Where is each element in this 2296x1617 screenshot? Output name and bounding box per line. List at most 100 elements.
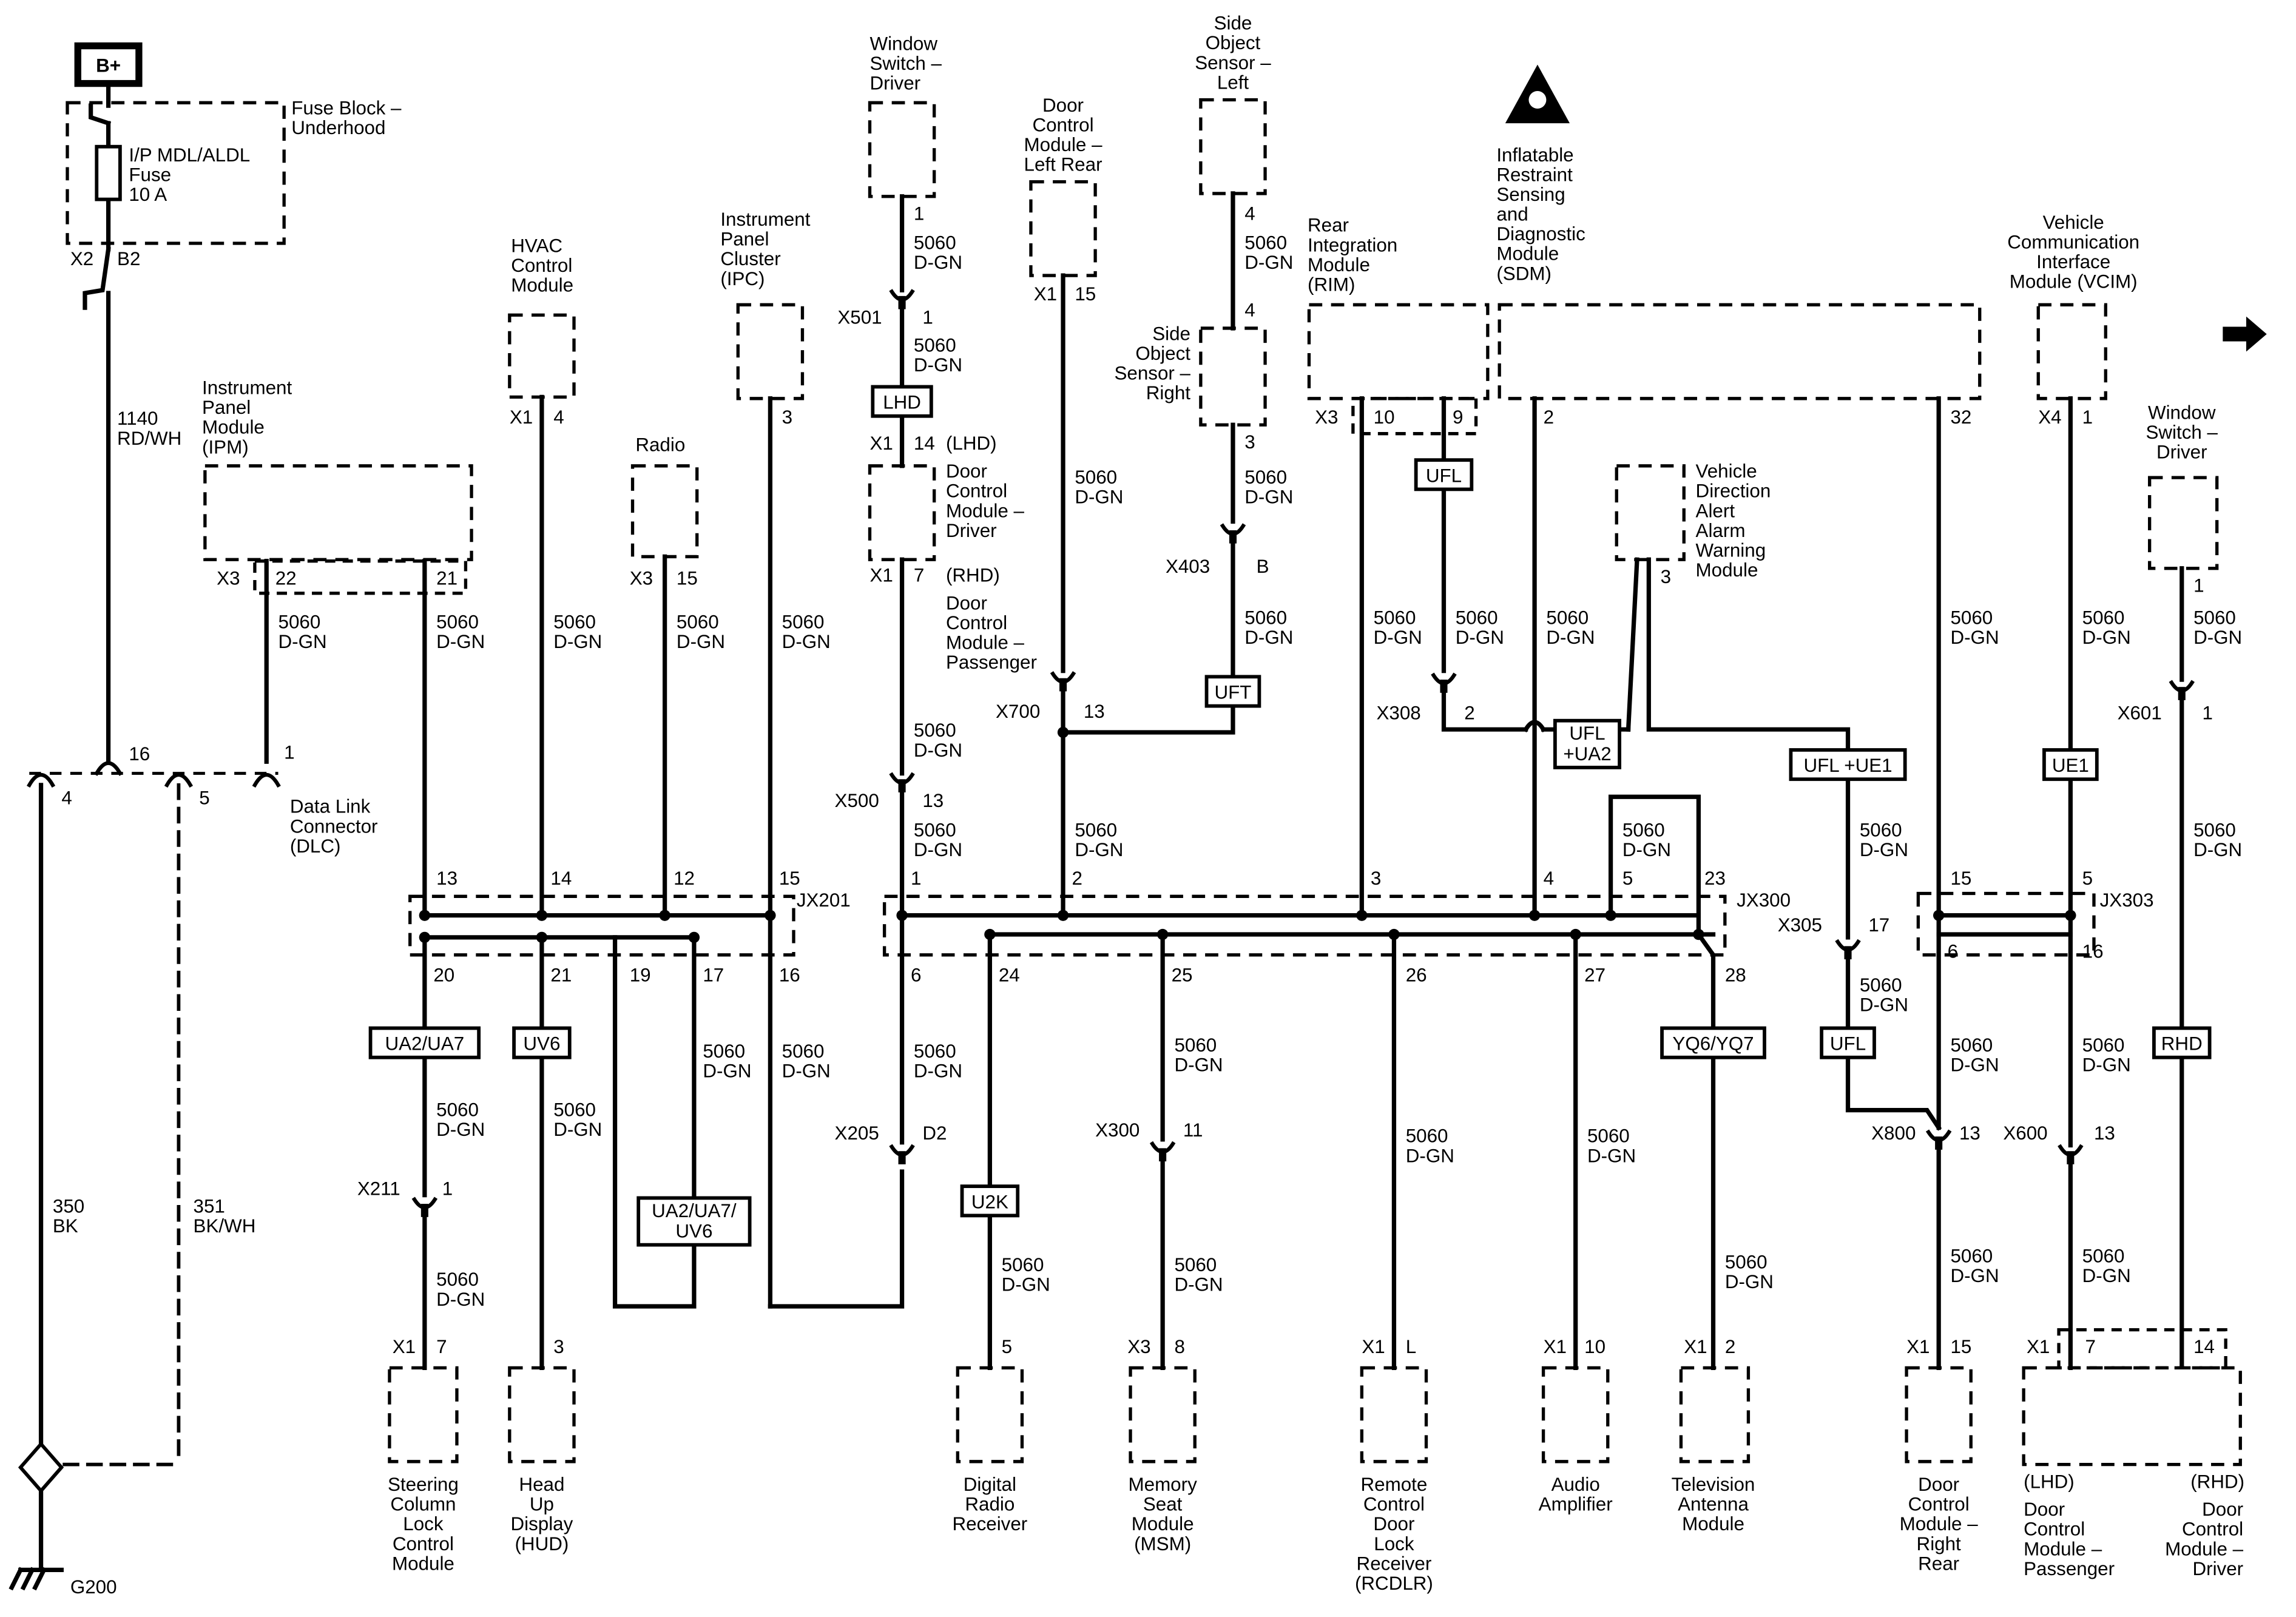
wire-uft: [1061, 703, 1235, 735]
ua2-ua7-uv6-option-label: UA2/UA7/: [652, 1200, 737, 1221]
fuse-block-box: [66, 101, 286, 245]
vdaawm-name: Vehicle: [1696, 461, 1757, 482]
splice-dot: [659, 910, 670, 921]
description-icon: [2208, 111, 2281, 176]
sos-left-pin: 4: [1244, 203, 1255, 224]
sos-left-name: Sensor –: [1195, 52, 1271, 73]
dcm-bottom-box: [2022, 1366, 2242, 1467]
wire-label: D-GN: [553, 631, 602, 652]
vdaawm-name: Warning: [1696, 539, 1766, 561]
sos-right-pin: 3: [1244, 431, 1255, 453]
hvac-name: Control: [511, 255, 572, 276]
wire-1140-label: RD/WH: [117, 428, 181, 449]
ground-hatch: [20, 1567, 35, 1591]
rim-box: [1307, 303, 1490, 400]
dcm-pin: 14: [914, 433, 935, 454]
radio-conn: X3: [630, 567, 653, 589]
ipc-name: Panel: [720, 229, 769, 250]
conn-pin: 17: [1868, 914, 1889, 936]
sos-right-pin: 4: [1244, 300, 1255, 321]
splice-dot: [536, 910, 548, 921]
yq6-yq7-option-label: YQ6/YQ7: [1672, 1033, 1754, 1055]
wire-label: D-GN: [703, 1060, 751, 1081]
window-switch-box: [868, 101, 936, 198]
wire-label: 5060: [782, 1041, 825, 1062]
wire-label: 5060: [1587, 1126, 1630, 1147]
fuse-link: [89, 103, 112, 126]
jx300-pin: 4: [1544, 868, 1554, 889]
vcim-name: Interface: [2036, 251, 2110, 272]
jx201-pin: 16: [779, 964, 800, 985]
jx201-name: JX201: [797, 890, 851, 911]
u2k-option-label: U2K: [971, 1191, 1008, 1212]
wire-label: 5060: [2082, 1035, 2125, 1056]
dcm-bottom-conn: X1: [2027, 1336, 2050, 1357]
dcm-conn: X1: [869, 564, 893, 586]
wire-label: D-GN: [1950, 627, 1999, 648]
rim-pin: 10: [1374, 407, 1395, 428]
conn-name: X600: [2003, 1122, 2047, 1144]
wire-label: D-GN: [279, 631, 327, 652]
jx201-pin: 14: [550, 868, 572, 889]
dlc-pin-label: 16: [129, 743, 150, 765]
dcm-lr-box: [1029, 180, 1097, 277]
conn-name: X501: [837, 307, 882, 328]
dcm-lr-name: Control: [1032, 114, 1093, 135]
wire-label: 5060: [1075, 467, 1117, 488]
splice-dot: [1057, 910, 1069, 921]
inline-connector-pin: [2067, 1151, 2075, 1164]
sdm-name: Module: [1496, 243, 1559, 265]
rcdlr-name: Receiver: [1357, 1553, 1432, 1574]
sos-right-name: Object: [1135, 343, 1190, 364]
tv-name: Antenna: [1678, 1494, 1749, 1515]
vdaawm-name: Alert: [1696, 500, 1735, 521]
splice-dot: [1933, 910, 1945, 921]
ua2-ua7-uv6-option: [636, 1196, 752, 1247]
inline-connector-pin: [898, 295, 906, 309]
dlc-pin-label: 5: [199, 787, 209, 808]
dcm-rr-conn: X1: [1906, 1336, 1930, 1357]
wire-label: D-GN: [782, 1060, 831, 1081]
inline-connector-pin: [1059, 678, 1067, 692]
rim-conn-box: [1351, 397, 1478, 436]
rim-name: Integration: [1308, 234, 1397, 255]
sdm-name: Inflatable: [1496, 144, 1573, 166]
dcm-driver-name: Control: [946, 481, 1007, 502]
vcim-name: Vehicle: [2043, 212, 2104, 233]
sclcm-name: Control: [393, 1533, 454, 1555]
dcm-passenger-name: Module –: [946, 632, 1025, 653]
hvac-name: HVAC: [511, 235, 562, 256]
wire-label: 5060: [914, 819, 956, 840]
vcim-name: Communication: [2007, 231, 2139, 252]
msm-conn: X3: [1127, 1336, 1150, 1357]
wire-label: D-GN: [1244, 252, 1293, 273]
connector-tool-icon: [2214, 211, 2284, 249]
dcm-passenger-name: Door: [946, 592, 987, 613]
jx303-box: [1916, 891, 2096, 957]
window-switch-pin: 1: [914, 203, 924, 224]
rim-name: Rear: [1308, 215, 1349, 236]
amp-name: Audio: [1551, 1474, 1600, 1495]
sdm-name: Diagnostic: [1496, 223, 1585, 245]
vdaawm-name: Direction: [1696, 481, 1771, 502]
wire-label: D-GN: [1244, 627, 1293, 648]
dcm-driver-name: Door: [946, 461, 987, 482]
rcdlr-name: Control: [1363, 1494, 1425, 1515]
jx300-pin: 27: [1584, 964, 1606, 985]
jx300-name: JX300: [1737, 890, 1791, 911]
hud-name: Up: [530, 1494, 554, 1515]
ipc-name: (IPC): [720, 268, 765, 289]
dcm-lr-name: Module –: [1024, 134, 1103, 155]
jx300-box: [882, 894, 1727, 957]
wire-jx201-19-17: [612, 935, 697, 1309]
wire-label: D-GN: [2193, 839, 2242, 860]
wire-label: D-GN: [1860, 994, 1908, 1016]
dcm-rr-name: Control: [1908, 1494, 1970, 1515]
rim-name: (RIM): [1308, 274, 1355, 295]
jx201-pin: 20: [433, 964, 454, 985]
drr-box: [956, 1366, 1024, 1463]
rhd-option-label: RHD: [2161, 1033, 2203, 1055]
wire-1140-label: 1140: [117, 408, 158, 429]
hvac-conn: X1: [510, 407, 533, 428]
jx201-pin: 17: [703, 964, 724, 985]
